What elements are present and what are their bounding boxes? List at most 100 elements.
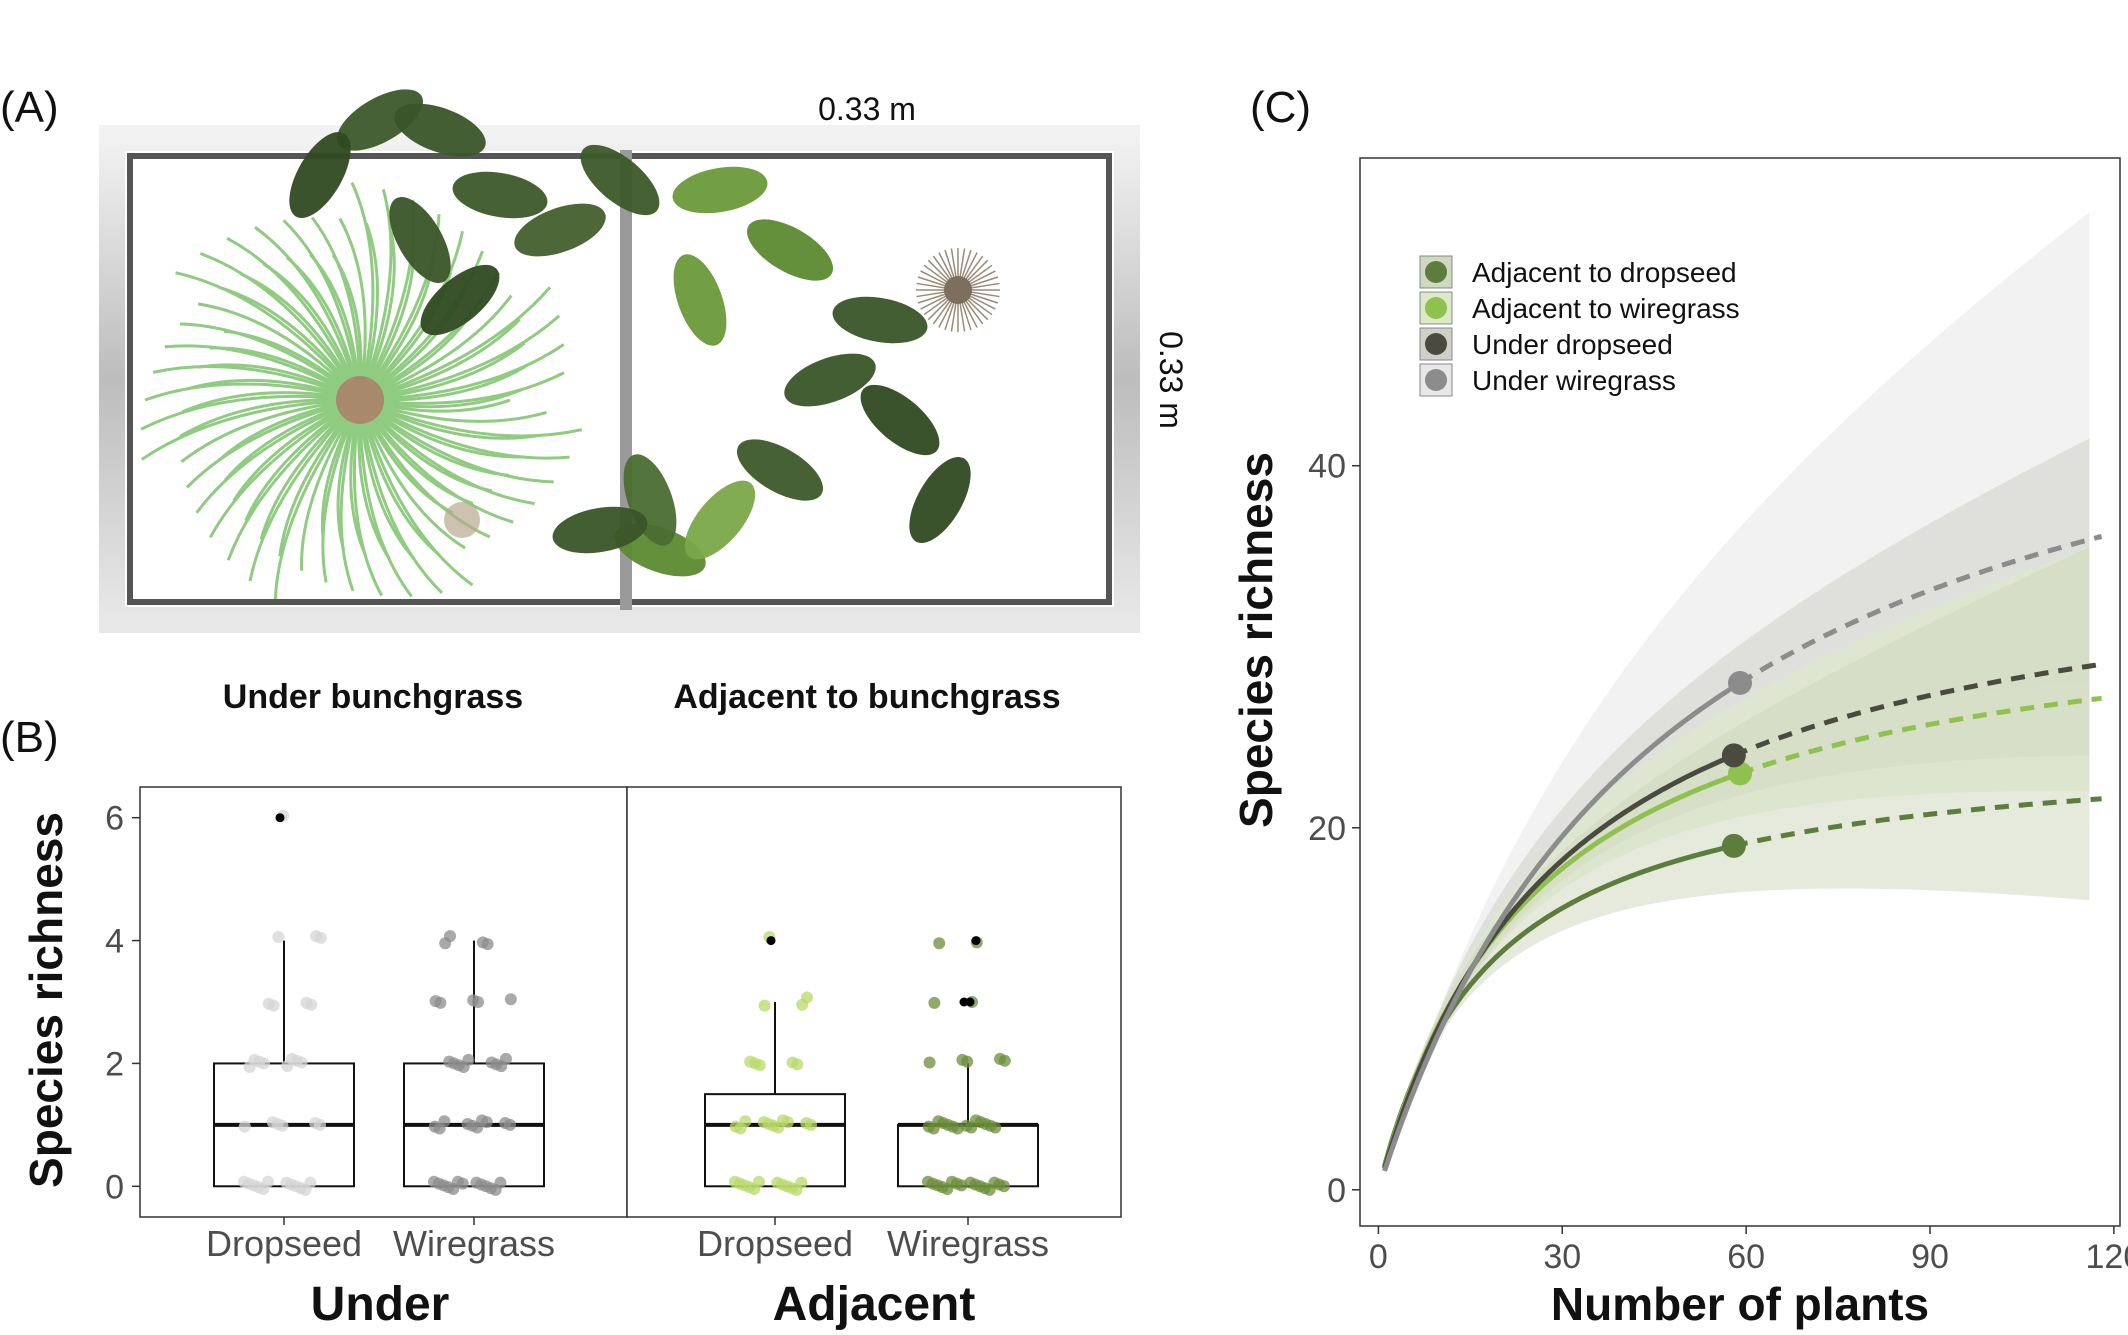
quadrat-illustration: 0.33 m 0.33 m Under bunchgrass Adjacent … — [99, 89, 1189, 716]
c-plot-frame — [1359, 157, 2121, 1227]
jitter-point — [272, 930, 285, 943]
jitter-point — [267, 999, 280, 1012]
facet-adjacent-frame — [626, 786, 1122, 1218]
jitter-point — [276, 1119, 289, 1132]
leaf — [684, 480, 756, 560]
leaf — [860, 384, 940, 456]
grass-blade — [199, 252, 362, 401]
jitter-point — [961, 1055, 974, 1068]
legend-key-adjacent-to-wiregrass — [1425, 297, 1447, 319]
observed-point-adjacent-to-wiregrass — [1728, 761, 1752, 786]
jitter-point — [951, 1122, 964, 1135]
grass-blade — [358, 399, 444, 594]
jitter-point — [955, 1179, 968, 1192]
panel-a-label: (A) — [0, 83, 59, 132]
outlier-point — [766, 936, 776, 946]
observed-point-adjacent-to-dropseed — [1721, 833, 1746, 858]
leaf — [747, 219, 833, 281]
c-curves — [1382, 533, 2103, 1172]
grass-blade — [359, 398, 554, 484]
b-category-label: Dropseed — [697, 1223, 853, 1264]
curve-under-wiregrass-extrapolated — [1738, 533, 2103, 686]
grass-blade — [358, 222, 379, 401]
observed-point-under-wiregrass — [1728, 670, 1752, 695]
grass-blade — [273, 399, 362, 600]
jitter-point — [238, 1120, 251, 1133]
leaf — [784, 353, 876, 407]
grass-blade — [152, 365, 361, 402]
grass-blade — [358, 399, 466, 550]
jitter-point — [480, 1116, 493, 1129]
curve-under-dropseed-observed — [1382, 753, 1735, 1170]
small-seedhead — [444, 502, 480, 538]
jitter-point — [923, 1056, 936, 1069]
legend-label-adjacent-to-dropseed: Adjacent to dropseed — [1472, 257, 1737, 288]
leaf — [337, 89, 423, 151]
b-y-tick-label: 4 — [105, 923, 124, 961]
grass-blade — [358, 399, 514, 524]
grass-blade — [359, 398, 525, 459]
grass-blade — [359, 371, 565, 405]
grass-blade — [359, 341, 526, 402]
grass-blade — [164, 344, 361, 402]
grass-blade — [179, 322, 361, 402]
grass-blade — [310, 216, 362, 401]
grass-blade — [350, 181, 375, 401]
grass-blade — [359, 398, 583, 438]
grass-blade — [254, 226, 362, 401]
jitter-point — [438, 1115, 451, 1128]
b-y-tick-label: 6 — [105, 800, 124, 838]
jitter-point — [805, 1118, 817, 1131]
height-dimension-label: 0.33 m — [1153, 331, 1189, 429]
leaf — [514, 203, 606, 257]
grass-blade — [140, 398, 361, 461]
c-ticks: 030609012002040 — [1308, 448, 2128, 1276]
grass-blade — [359, 314, 561, 402]
grass-blade — [321, 399, 362, 583]
c-x-tick-label: 120 — [2086, 1238, 2128, 1276]
grass-blade — [300, 399, 362, 571]
jitter-point — [753, 1059, 766, 1072]
under-bunchgrass-caption: Under bunchgrass — [223, 678, 523, 716]
leaf — [737, 439, 823, 501]
grass-blade — [359, 286, 552, 402]
c-y-tick-label: 40 — [1308, 448, 1346, 486]
jitter-point — [795, 1176, 808, 1189]
b-y-tick-label: 0 — [105, 1168, 124, 1206]
box-body — [704, 1093, 846, 1188]
c-x-tick-label: 60 — [1727, 1238, 1765, 1276]
jitter-point — [456, 1177, 469, 1190]
grass-blade — [195, 398, 361, 514]
grass-blade — [358, 188, 393, 401]
leaf — [673, 254, 727, 346]
jitter-point — [739, 1115, 752, 1128]
grass-blade — [358, 398, 535, 506]
grass-blade — [358, 399, 441, 557]
jitter-point — [472, 996, 484, 1008]
b-category-label: Dropseed — [206, 1223, 362, 1264]
grass-blade — [197, 302, 362, 402]
grass-blade — [358, 399, 474, 587]
grass-blade — [179, 398, 361, 438]
grass-blade — [359, 294, 513, 402]
jitter-point — [758, 999, 771, 1012]
jitter-point — [262, 1175, 274, 1188]
jitter-point — [258, 1057, 270, 1070]
b-y-axis-title: Species richness — [20, 812, 72, 1188]
c-x-tick-label: 30 — [1543, 1238, 1581, 1276]
legend-key-adjacent-to-dropseed — [1425, 261, 1447, 283]
grass-blade — [282, 219, 362, 401]
quadrat-frame — [99, 125, 1140, 633]
c-x-tick-label: 90 — [1911, 1238, 1949, 1276]
observed-point-under-dropseed — [1721, 743, 1746, 768]
jitter-point — [481, 938, 494, 951]
jitter-point — [504, 1118, 516, 1131]
grass-blade — [359, 398, 570, 460]
leaf — [672, 166, 768, 214]
box-under-wiregrass — [403, 930, 545, 1196]
c-y-tick-label: 20 — [1308, 810, 1346, 848]
grass-blade — [185, 398, 361, 489]
legend-key-under-wiregrass — [1425, 369, 1447, 391]
